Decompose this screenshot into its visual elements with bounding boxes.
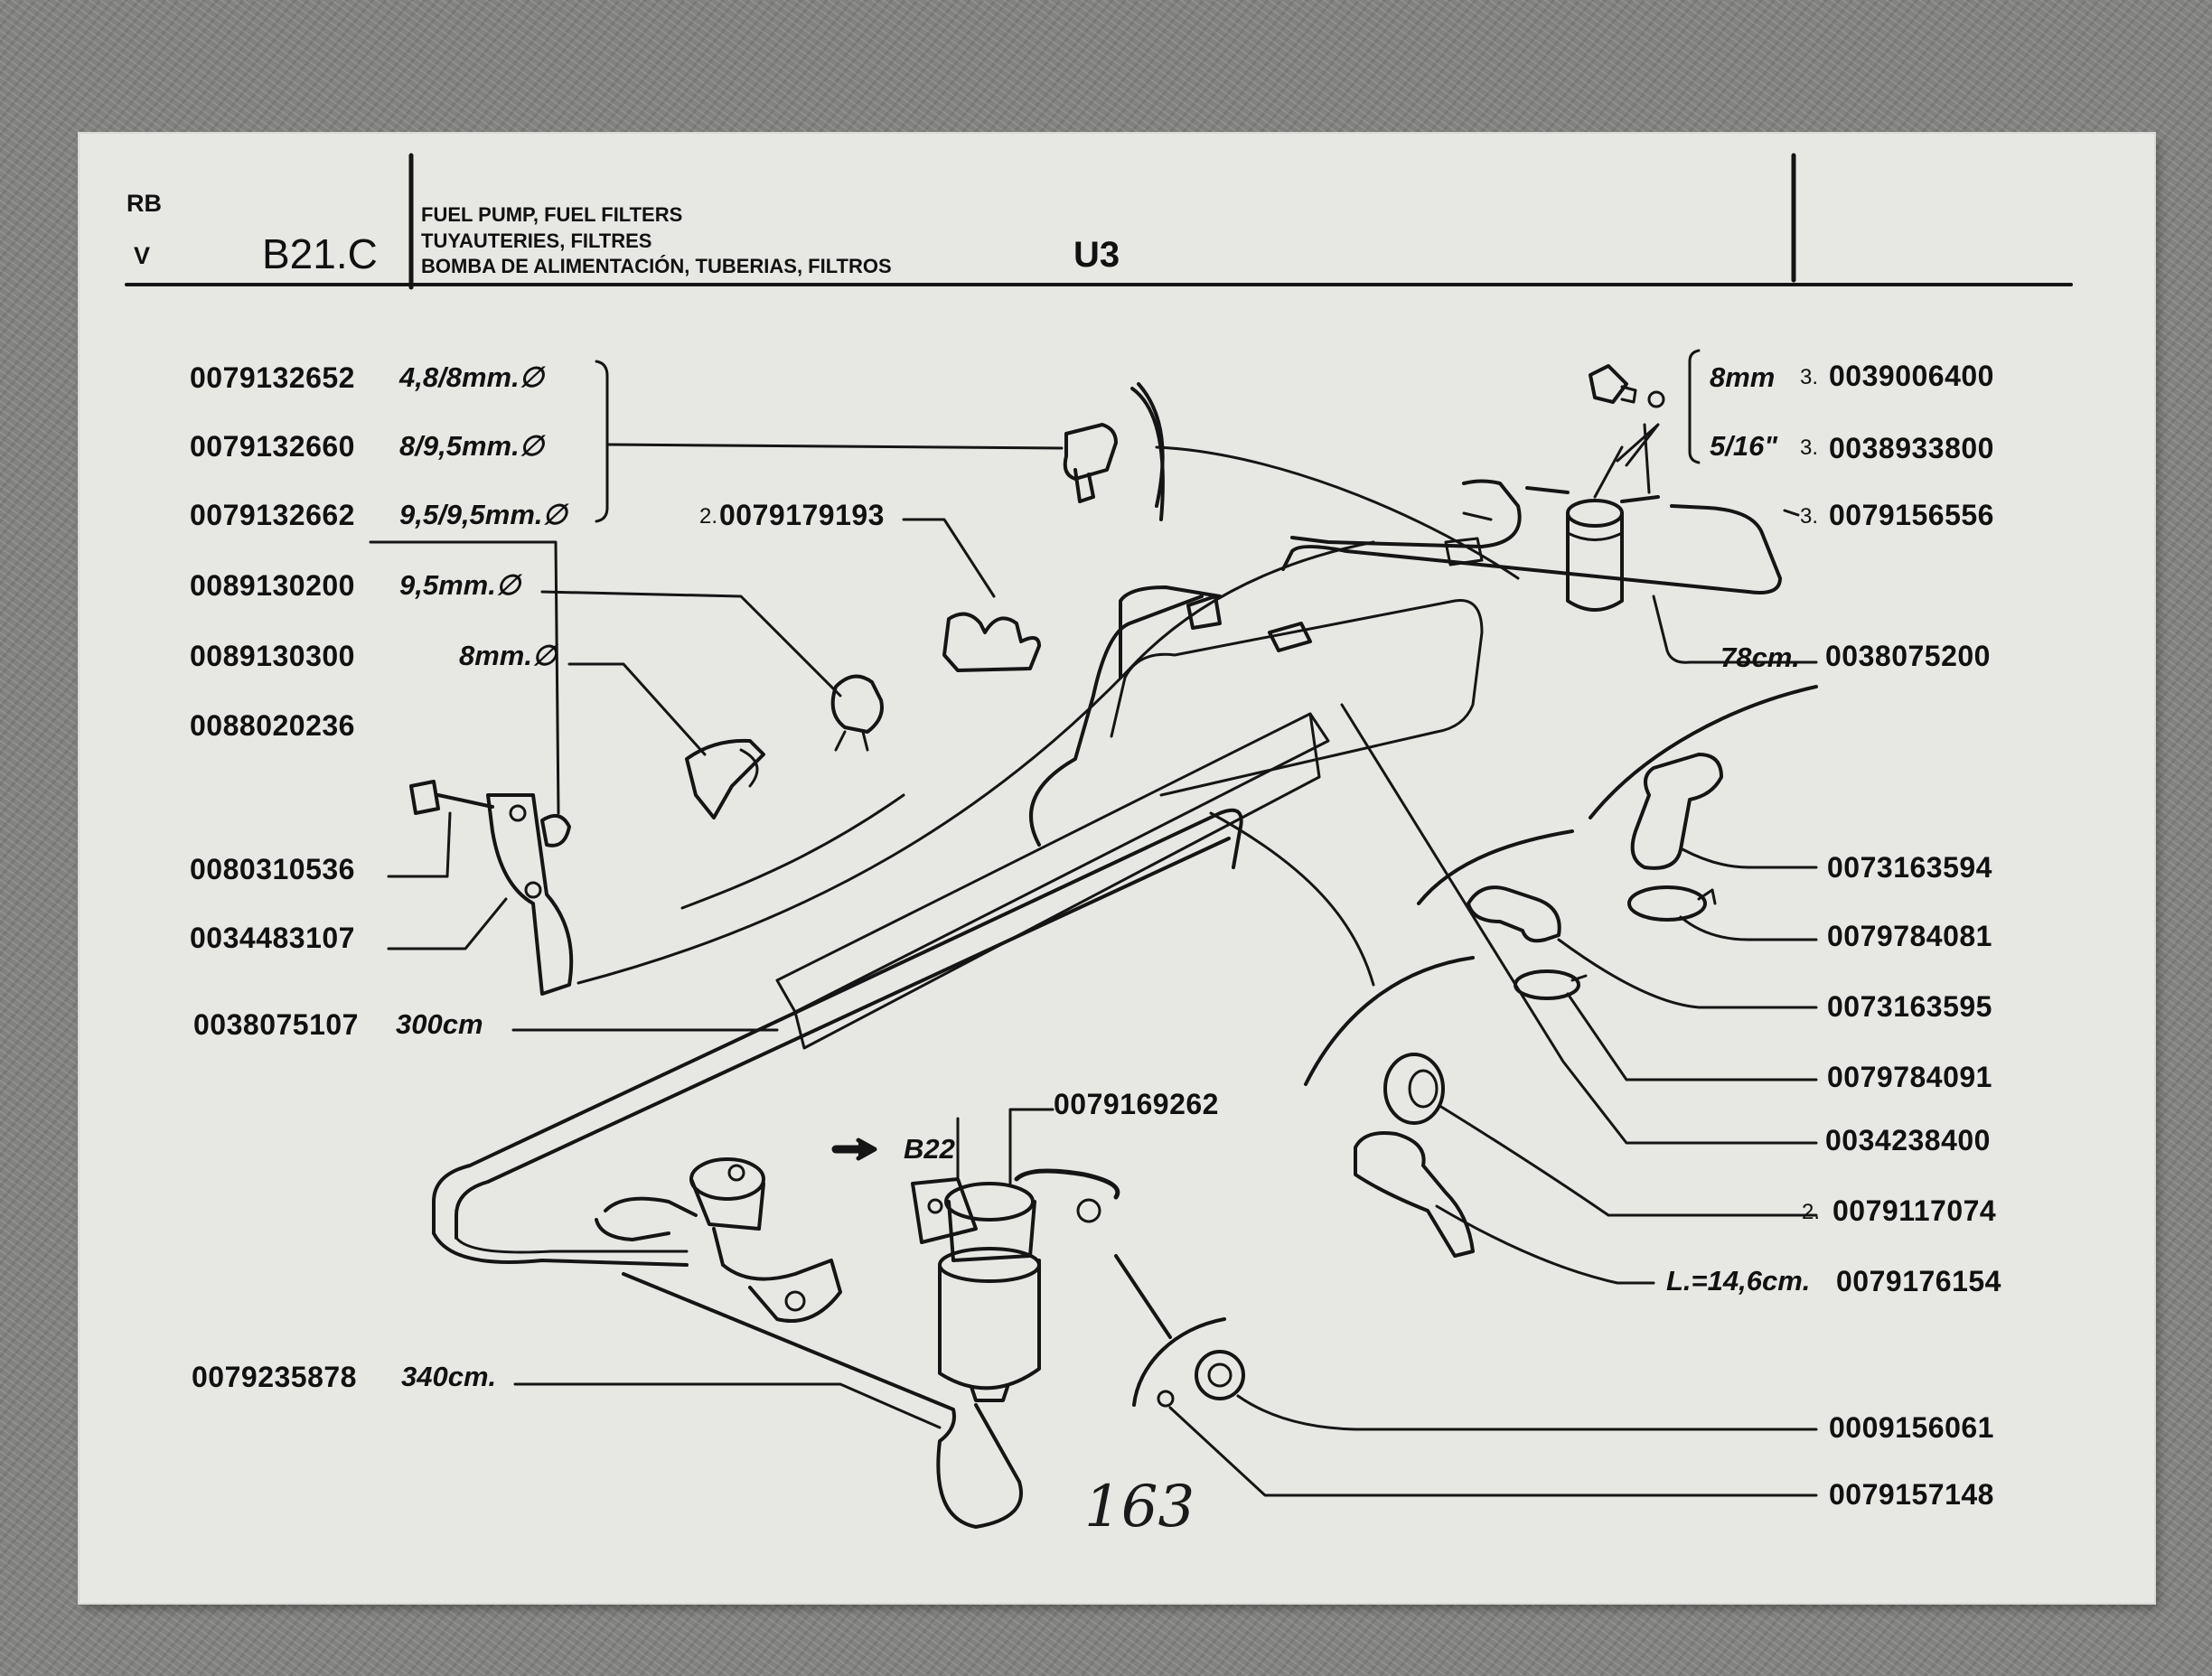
part-number: 0073163595 bbox=[1827, 990, 1992, 1023]
header-code-bottom: V bbox=[134, 242, 151, 269]
part-spec: 300cm bbox=[396, 1008, 483, 1040]
part-number: 0009156061 bbox=[1829, 1411, 1994, 1444]
part-quantity: 3. bbox=[1800, 435, 1819, 460]
part-number: 0079784091 bbox=[1827, 1061, 1992, 1093]
part-number: 0079117074 bbox=[1832, 1194, 1997, 1227]
part-number: 0038075200 bbox=[1825, 640, 1991, 672]
part-number: 0079156556 bbox=[1829, 499, 1994, 531]
part-number: 0088020236 bbox=[190, 709, 355, 742]
part-number: 0034483107 bbox=[190, 922, 355, 954]
part-quantity: 2. bbox=[1802, 1200, 1821, 1224]
part-number: 0079176154 bbox=[1836, 1265, 2001, 1297]
part-spec: 8mm bbox=[1710, 361, 1776, 393]
part-number: 0079157148 bbox=[1829, 1478, 1994, 1511]
group-code: U3 bbox=[1073, 235, 1120, 275]
title-english: FUEL PUMP, FUEL FILTERS bbox=[421, 203, 683, 226]
page-number: 163 bbox=[1084, 1474, 1195, 1540]
part-number: 0079235878 bbox=[192, 1361, 357, 1393]
part-spec: 8/9,5mm.∅ bbox=[399, 430, 544, 462]
part-number: 0038075107 bbox=[193, 1008, 359, 1041]
cross-reference-label: B22 bbox=[904, 1133, 955, 1165]
clip-part-number: 0079179193 bbox=[719, 499, 885, 531]
header-code-top: RB bbox=[127, 190, 162, 217]
part-spec: 78cm. bbox=[1720, 641, 1800, 673]
part-number: 0073163594 bbox=[1827, 851, 1992, 884]
title-spanish: BOMBA DE ALIMENTACIÓN, TUBERIAS, FILTROS bbox=[421, 255, 892, 277]
part-number: 0089130300 bbox=[190, 640, 355, 672]
part-number: 0080310536 bbox=[190, 853, 355, 885]
part-spec: 4,8/8mm.∅ bbox=[399, 361, 544, 393]
part-number: 0039006400 bbox=[1829, 360, 1994, 392]
part-number: 0079132662 bbox=[190, 499, 355, 531]
part-spec: 340cm. bbox=[401, 1361, 497, 1392]
part-quantity: 3. bbox=[1800, 504, 1819, 529]
part-quantity: 3. bbox=[1800, 365, 1819, 389]
part-number: 0089130200 bbox=[190, 569, 355, 602]
part-spec: 9,5mm.∅ bbox=[399, 569, 520, 601]
section-reference: B21.C bbox=[262, 230, 378, 277]
title-french: TUYAUTERIES, FILTRES bbox=[421, 229, 652, 252]
part-number: 0079784081 bbox=[1827, 920, 1992, 952]
clip-quantity: 2. bbox=[699, 504, 718, 529]
part-number: 0038933800 bbox=[1829, 432, 1994, 464]
part-number: 0079132660 bbox=[190, 430, 355, 463]
part-spec: 9,5/9,5mm.∅ bbox=[399, 499, 567, 530]
part-spec: 5/16" bbox=[1710, 430, 1778, 462]
filter-part-number: 0079169262 bbox=[1054, 1088, 1219, 1120]
part-number: 0034238400 bbox=[1825, 1124, 1991, 1156]
part-spec: 8mm.∅ bbox=[459, 640, 557, 671]
part-spec: L.=14,6cm. bbox=[1666, 1265, 1811, 1297]
part-number: 0079132652 bbox=[190, 361, 355, 394]
